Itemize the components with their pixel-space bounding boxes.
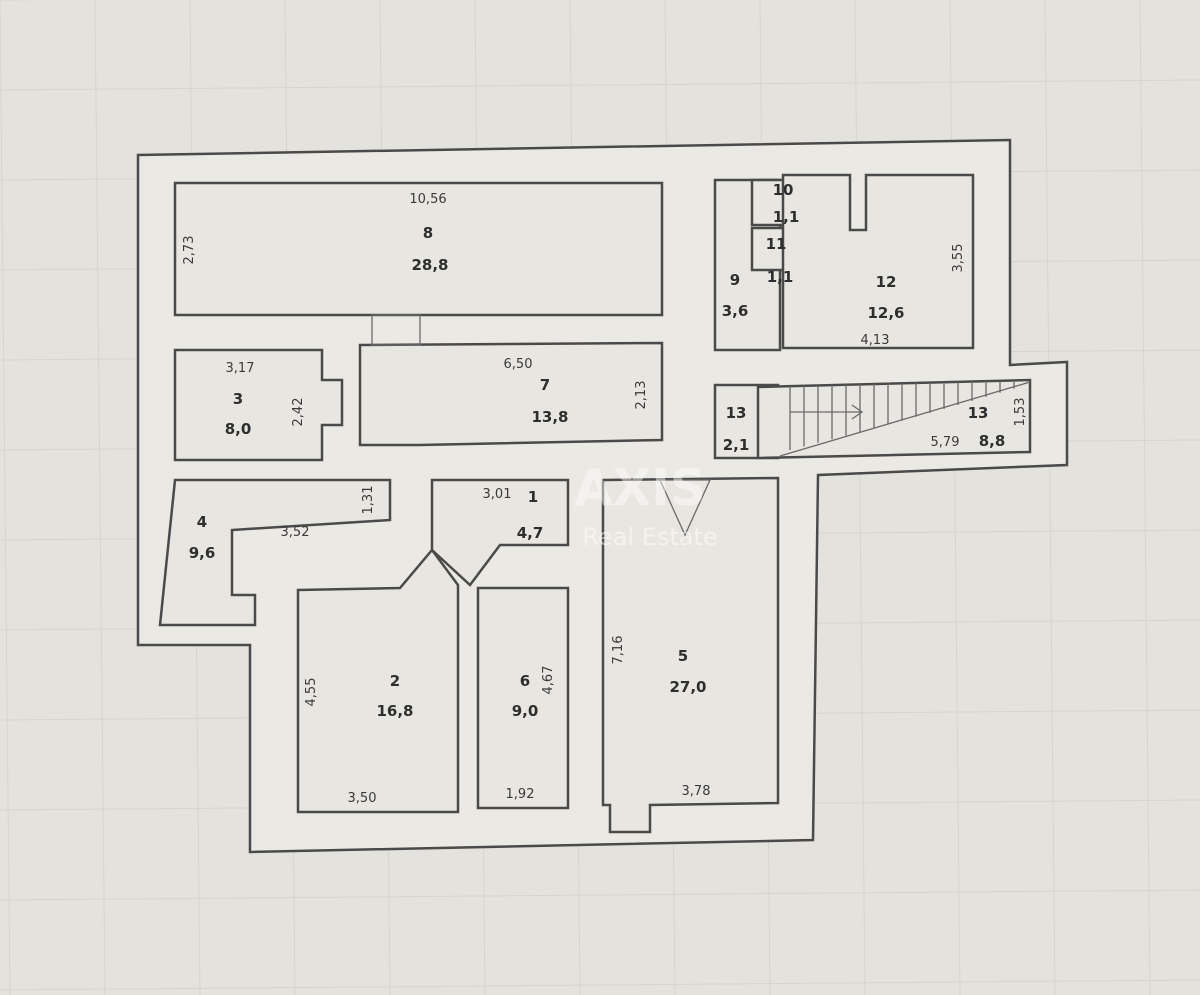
dimension-label: 1,31 bbox=[361, 486, 376, 515]
room-area: 4,7 bbox=[517, 524, 544, 542]
room-area: 2,1 bbox=[723, 436, 750, 454]
room-number: 1 bbox=[528, 488, 538, 506]
stair-arrow-head bbox=[851, 404, 864, 420]
room-number: 10 bbox=[773, 181, 794, 199]
room-area: 13,8 bbox=[531, 408, 568, 426]
watermark-sub: Real Estate bbox=[582, 523, 717, 551]
dimension-label: 10,56 bbox=[409, 192, 446, 207]
dimension-label: 2,13 bbox=[634, 381, 649, 410]
room-area: 28,8 bbox=[411, 256, 448, 274]
room-area: 3,6 bbox=[722, 302, 749, 320]
dimension-label: 1,53 bbox=[1013, 398, 1028, 427]
grid-line bbox=[1139, 0, 1151, 995]
room-area: 1,1 bbox=[773, 208, 800, 226]
corridor-link bbox=[371, 314, 421, 346]
room-number: 7 bbox=[540, 376, 550, 394]
room-area: 9,6 bbox=[189, 544, 216, 562]
room-number: 13 bbox=[726, 404, 747, 422]
room-6 bbox=[476, 586, 570, 810]
grid-line bbox=[0, 79, 1200, 91]
dimension-label: 3,52 bbox=[281, 525, 310, 540]
room-area: 9,0 bbox=[512, 702, 539, 720]
dimension-label: 3,78 bbox=[682, 784, 711, 799]
room-3 bbox=[173, 348, 344, 462]
stair-diagonal bbox=[779, 381, 1031, 457]
room-4 bbox=[158, 478, 392, 627]
dimension-label: 2,42 bbox=[291, 398, 306, 427]
room-area: 8,0 bbox=[225, 420, 252, 438]
room-area: 12,6 bbox=[867, 304, 904, 322]
room-7 bbox=[358, 341, 664, 447]
dimension-label: 4,55 bbox=[304, 678, 319, 707]
room-5 bbox=[601, 476, 780, 834]
room-area: 1,1 bbox=[767, 268, 794, 286]
room-number: 4 bbox=[197, 513, 207, 531]
room-12 bbox=[781, 173, 975, 350]
dimension-label: 3,55 bbox=[951, 244, 966, 273]
room-number: 12 bbox=[876, 273, 897, 291]
room-13-stair bbox=[756, 378, 1032, 460]
dimension-label: 3,17 bbox=[226, 361, 255, 376]
grid-line bbox=[0, 889, 1200, 901]
grid-line bbox=[0, 0, 11, 995]
room-number: 8 bbox=[423, 224, 433, 242]
watermark-logo: AXIS bbox=[574, 459, 706, 517]
dimension-label: 7,16 bbox=[611, 636, 626, 665]
room-number: 13 bbox=[968, 404, 989, 422]
grid-line bbox=[0, 979, 1200, 991]
grid-line bbox=[1044, 0, 1056, 995]
dimension-label: 4,67 bbox=[541, 666, 556, 695]
room-number: 5 bbox=[678, 647, 688, 665]
grid-line bbox=[94, 0, 106, 995]
dimension-label: 5,79 bbox=[931, 435, 960, 450]
dimension-label: 3,50 bbox=[348, 791, 377, 806]
dimension-label: 4,13 bbox=[861, 333, 890, 348]
room-2 bbox=[296, 547, 460, 814]
room-number: 9 bbox=[730, 271, 740, 289]
room-number: 2 bbox=[390, 672, 400, 690]
dimension-label: 3,01 bbox=[483, 487, 512, 502]
room-area: 16,8 bbox=[376, 702, 413, 720]
room-number: 3 bbox=[233, 390, 243, 408]
room-area: 8,8 bbox=[979, 432, 1006, 450]
staircase bbox=[779, 380, 1031, 457]
dimension-label: 2,73 bbox=[182, 236, 197, 265]
room-area: 27,0 bbox=[669, 678, 706, 696]
room-number: 6 bbox=[520, 672, 530, 690]
dimension-label: 6,50 bbox=[504, 357, 533, 372]
door-5 bbox=[658, 479, 712, 537]
room-number: 11 bbox=[766, 235, 787, 253]
dimension-label: 1,92 bbox=[506, 787, 535, 802]
